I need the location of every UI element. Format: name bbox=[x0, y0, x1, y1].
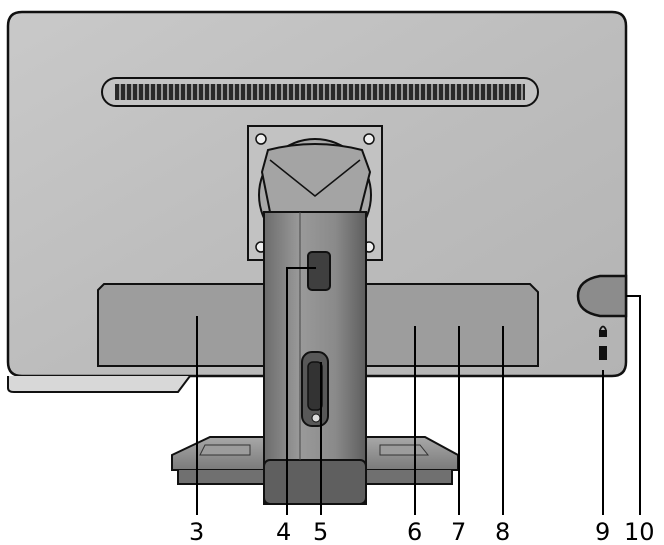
stand-release-lock bbox=[301, 351, 329, 427]
right-panel-cover bbox=[357, 283, 539, 367]
callout-7: 7 bbox=[451, 518, 466, 545]
callout-3: 3 bbox=[189, 518, 204, 545]
callout-9: 9 bbox=[595, 518, 610, 545]
callout-10: 10 bbox=[624, 518, 655, 545]
cable-clip bbox=[307, 251, 331, 291]
security-slot bbox=[599, 325, 607, 360]
left-panel-cover bbox=[97, 283, 269, 367]
ventilation-grille bbox=[101, 77, 539, 107]
stand-neck bbox=[260, 143, 372, 505]
lock-icon bbox=[599, 325, 607, 337]
callout-4: 4 bbox=[276, 518, 291, 545]
carry-handle bbox=[576, 274, 628, 318]
kensington-slot-icon bbox=[599, 346, 607, 360]
callout-6: 6 bbox=[407, 518, 422, 545]
callout-5: 5 bbox=[313, 518, 328, 545]
callout-leaders bbox=[196, 267, 641, 515]
callout-8: 8 bbox=[495, 518, 510, 545]
